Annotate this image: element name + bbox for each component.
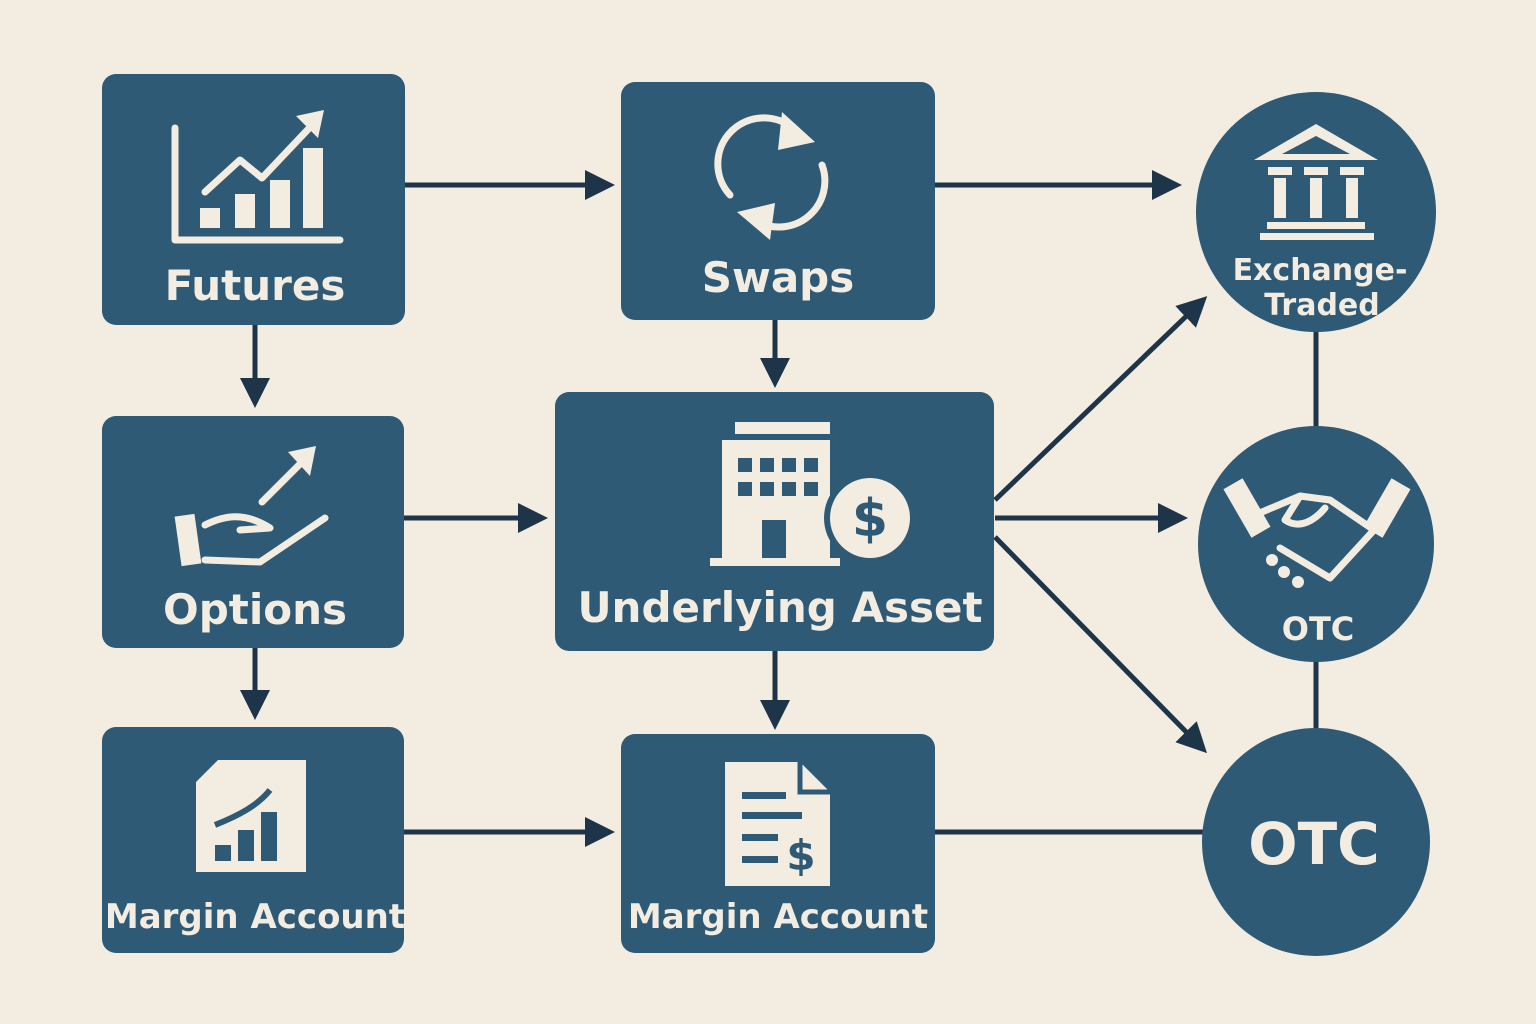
- node-label-line1: Exchange-: [1233, 253, 1408, 288]
- node-label: OTC: [1248, 810, 1379, 878]
- node-otc[interactable]: OTC: [1202, 728, 1430, 956]
- node-underlying-asset[interactable]: $ Underlying Asset: [555, 392, 994, 651]
- node-margin-account-center[interactable]: $ Margin Account: [621, 734, 935, 953]
- dollar-sign: $: [786, 831, 815, 880]
- node-label: Futures: [165, 261, 346, 310]
- handshake-icon: [1223, 478, 1411, 588]
- node-label: OTC: [1282, 610, 1355, 648]
- node-swaps[interactable]: Swaps: [621, 82, 935, 320]
- node-label: Underlying Asset: [577, 583, 982, 632]
- edge-underlying-exchange: [993, 296, 1208, 502]
- node-label-line2: Traded: [1264, 288, 1380, 323]
- document-dollar-icon: $: [725, 762, 830, 886]
- node-label: Options: [163, 585, 347, 634]
- node-exchange-traded[interactable]: Exchange- Traded: [1196, 92, 1436, 332]
- building-dollar-icon: $: [710, 422, 916, 566]
- bar-chart-up-icon: [171, 110, 344, 244]
- bank-building-icon: [1254, 124, 1378, 240]
- refresh-cycle-icon: [714, 112, 829, 240]
- edge-underlying-otc-bottom: [993, 535, 1208, 754]
- node-margin-account-left[interactable]: Margin Account: [102, 727, 405, 953]
- node-futures[interactable]: Futures: [102, 74, 405, 325]
- node-label: Margin Account: [628, 897, 928, 937]
- hand-arrow-icon: [174, 446, 329, 567]
- node-label: Swaps: [702, 253, 854, 302]
- node-options[interactable]: Options: [102, 416, 404, 648]
- document-chart-icon: [196, 760, 306, 872]
- dollar-sign: $: [852, 489, 888, 549]
- edges: [240, 170, 1319, 847]
- node-label: Margin Account: [105, 897, 405, 937]
- node-otc-handshake[interactable]: OTC: [1198, 426, 1434, 662]
